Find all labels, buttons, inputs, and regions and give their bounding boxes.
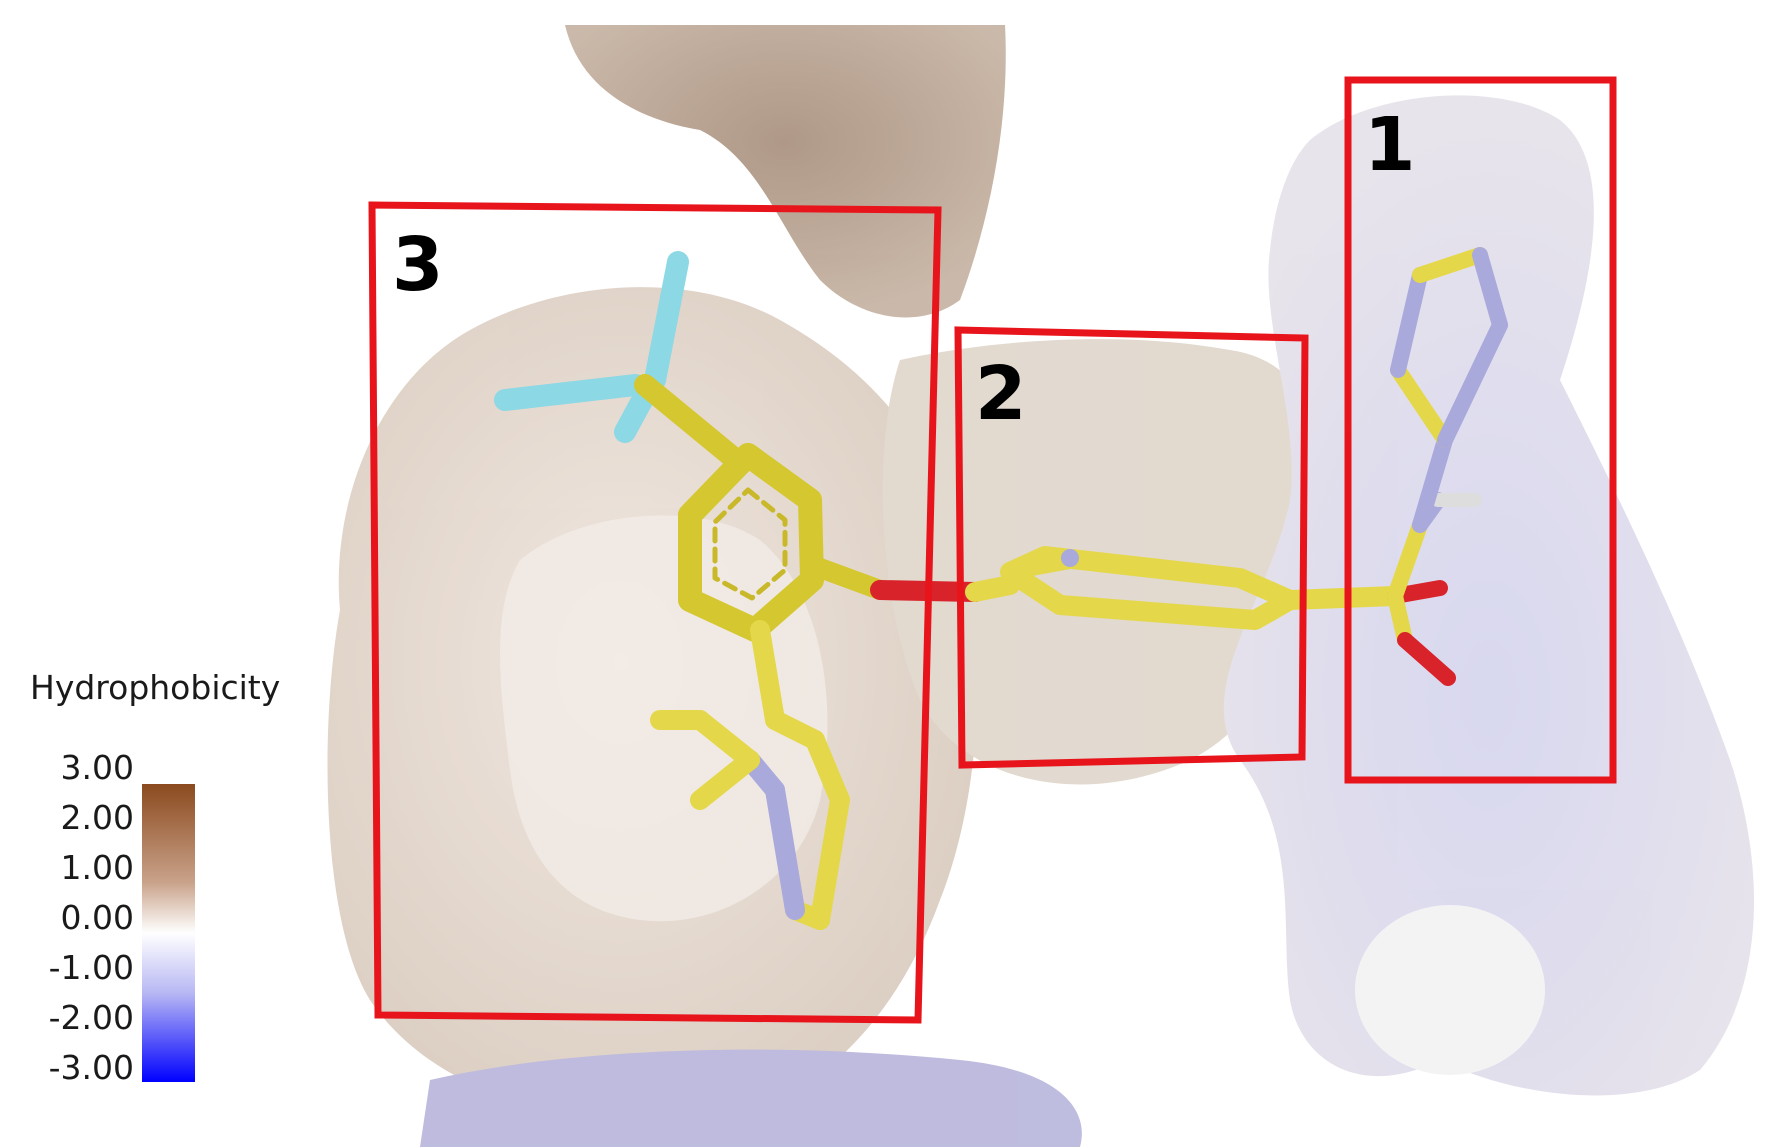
legend-tick: 1.00 [60,848,134,887]
region-box-2 [954,326,1309,769]
region-boxes [368,76,1617,1024]
legend-tick: -3.00 [48,1048,134,1087]
region-label-3: 3 [392,222,444,308]
ligand-bond [802,555,890,600]
legend-title: Hydrophobicity [30,668,281,707]
region-box-1 [1344,76,1617,784]
region-box-3 [368,201,942,1024]
legend-tick: -2.00 [48,998,134,1037]
ligand-bond [805,730,850,810]
ligand-bond [1387,517,1428,604]
ligand-bond [965,575,1020,602]
benzene-ring-a-inner [712,487,788,601]
surface-top-lobe [565,25,1006,318]
ligand-bond [1472,247,1508,333]
ligand-bond [690,710,760,770]
ligand-bond [494,374,646,411]
ligand [494,247,1508,930]
ligand-bond [1390,362,1453,448]
legend-color-bar [142,784,195,1082]
surface-right-lobe [1223,95,1754,1096]
surface-bottom-band [420,1049,1082,1147]
ligand-bond [750,620,785,730]
ligand-bond [765,780,805,920]
ligand-bond [1280,586,1405,610]
ligand-bond [1437,317,1508,448]
legend-tick: 0.00 [60,898,134,937]
surface-white-bulge [1355,905,1545,1075]
ligand-bond [634,374,741,466]
legend-tick: -1.00 [48,948,134,987]
region-label-1: 1 [1364,102,1416,188]
ligand-bond [1390,267,1428,378]
ligand-bond [644,251,689,391]
ligand-bond [1397,632,1456,686]
region-label-2: 2 [975,351,1027,437]
legend-tick: 2.00 [60,798,134,837]
ligand-bond [1412,247,1488,283]
ligand-bond [614,384,656,443]
ligand-bond [810,790,850,930]
ligand-atom-n [1061,549,1079,567]
legend-tick: 3.00 [60,748,134,787]
ligand-bond [690,750,760,810]
ligand-bond [1412,432,1453,533]
